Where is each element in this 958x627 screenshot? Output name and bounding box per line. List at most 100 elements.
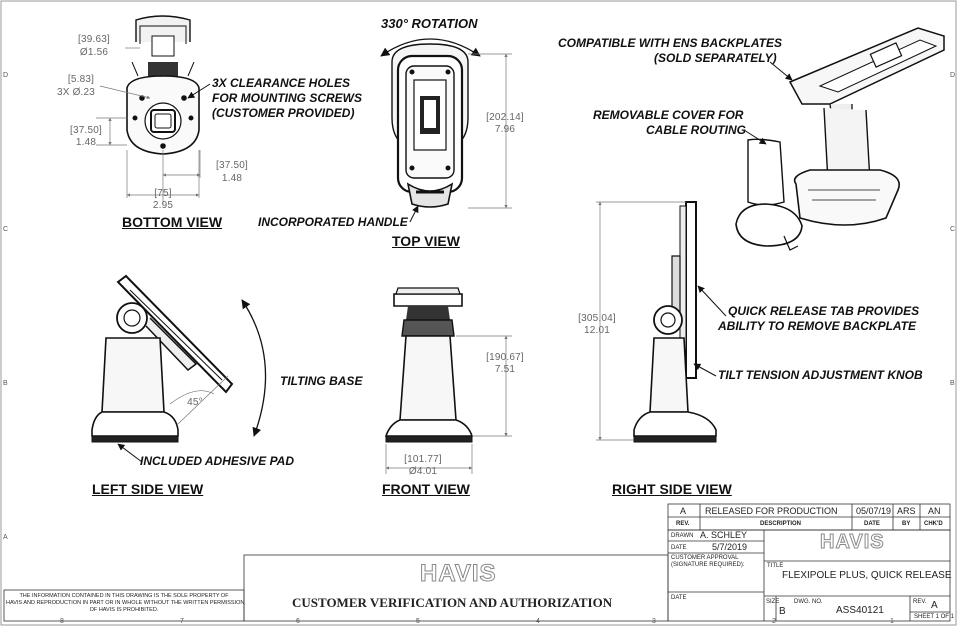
clearance-label-line2: FOR MOUNTING SCREWS — [212, 91, 362, 105]
cover-leader — [743, 129, 767, 145]
quick-release-label-line2: ABILITY TO REMOVE BACKPLATE — [718, 319, 917, 333]
tilt-arc — [241, 299, 267, 437]
right-view-dim-lines — [596, 201, 686, 441]
cover-label-line1: REMOVABLE COVER FOR — [593, 108, 744, 122]
front-view-dim-lines — [385, 335, 512, 474]
col-marker-4: 4 — [536, 618, 540, 625]
drawing-number: ASS40121 — [836, 605, 884, 616]
rev-checked: AN — [928, 506, 941, 516]
handle-leader — [409, 205, 419, 223]
title-block-grid — [3, 503, 951, 622]
drawing-title: FLEXIPOLE PLUS, QUICK RELEASE — [782, 570, 952, 581]
property-notice-line2: HAVIS AND REPRODUCTION IN PART OR IN WHO… — [6, 600, 245, 606]
drawing-number-label: DWG. NO. — [794, 599, 823, 605]
iso-view-drawing — [735, 27, 945, 251]
customer-verification-title: CUSTOMER VERIFICATION AND AUTHORIZATION — [292, 595, 613, 610]
tilting-base-label: TILTING BASE — [280, 374, 363, 388]
col-marker-7: 7 — [180, 618, 184, 625]
top-view-title: TOP VIEW — [392, 233, 460, 249]
top-view-drawing — [391, 43, 469, 208]
col-marker-2: 2 — [772, 618, 776, 625]
col-marker-6: 6 — [296, 618, 300, 625]
row-marker-d-right: D — [950, 72, 956, 79]
front-view-title: FRONT VIEW — [382, 481, 470, 497]
rev-label: REV. — [913, 599, 927, 605]
header-description: DESCRIPTION — [760, 521, 802, 527]
row-marker-a: A — [3, 534, 8, 541]
row-marker-b-right: B — [950, 380, 955, 387]
dim-diameter-mm: [39.63] — [78, 34, 110, 45]
rev-by: ARS — [897, 506, 916, 516]
rev-value: A — [931, 600, 938, 611]
havis-logo-small: HAVIS — [820, 531, 885, 554]
size-label: SIZE — [766, 599, 780, 605]
col-marker-3: 3 — [652, 618, 656, 625]
dim-tilt-angle: 45° — [187, 397, 203, 408]
row-marker-b: B — [3, 380, 8, 387]
dim-horiz-spacing-in: 1.48 — [221, 173, 243, 184]
dim-hole-in: 3X Ø.23 — [56, 87, 96, 98]
right-side-view-title: RIGHT SIDE VIEW — [612, 481, 732, 497]
col-marker-5: 5 — [416, 618, 420, 625]
left-side-view-title: LEFT SIDE VIEW — [92, 481, 204, 497]
row-marker-c: C — [3, 226, 9, 233]
header-checked: CHK'D — [924, 521, 943, 527]
row-marker-c-right: C — [950, 226, 956, 233]
header-date: DATE — [864, 521, 880, 527]
dim-top-length-mm: [202.14] — [486, 112, 524, 123]
tilt-knob-label: TILT TENSION ADJUSTMENT KNOB — [718, 368, 923, 382]
col-marker-8: 8 — [60, 618, 64, 625]
dim-top-length-in: 7.96 — [494, 124, 516, 135]
ens-label-line1: COMPATIBLE WITH ENS BACKPLATES — [558, 36, 782, 50]
clearance-label-line1: 3X CLEARANCE HOLES — [212, 76, 351, 90]
approval-label-line1: CUSTOMER APPROVAL — [671, 555, 739, 561]
approval-label-line2: (SIGNATURE REQUIRED): — [671, 562, 745, 568]
left-view-drawing — [91, 274, 234, 443]
drawn-date: 5/7/2019 — [712, 542, 748, 552]
bottom-view-drawing — [126, 15, 200, 155]
dim-vert-spacing-mm: [37.50] — [70, 125, 102, 136]
dim-overall-height-mm: [305.04] — [578, 313, 616, 324]
approval-date-label: DATE — [671, 595, 687, 601]
dim-height-in: 7.51 — [494, 364, 516, 375]
rotation-label: 330° ROTATION — [381, 16, 478, 31]
dim-height-mm: [190.67] — [486, 352, 524, 363]
dim-horiz-spacing-mm: [37.50] — [216, 160, 248, 171]
ens-label-line2: (SOLD SEPARATELY) — [654, 51, 777, 65]
dim-vert-spacing-in: 1.48 — [75, 137, 97, 148]
top-view-dim-lines — [468, 53, 512, 209]
havis-logo-large: HAVIS — [420, 560, 497, 588]
cover-label-line2: CABLE ROUTING — [646, 123, 746, 137]
bottom-view-title: BOTTOM VIEW — [122, 214, 223, 230]
title-label: TITLE — [767, 563, 784, 569]
header-by: BY — [902, 521, 911, 527]
dim-base-width-mm: [75] — [154, 188, 172, 199]
date-label: DATE — [671, 545, 687, 551]
angle-dim-lines — [169, 375, 229, 425]
adhesive-pad-label: INCLUDED ADHESIVE PAD — [140, 454, 295, 468]
knob-leader — [693, 363, 717, 377]
bottom-view-dim-lines — [96, 47, 201, 205]
rotation-arrow — [380, 38, 481, 57]
ens-leader — [769, 61, 793, 81]
col-marker-1: 1 — [890, 618, 894, 625]
dim-base-width-in: 2.95 — [152, 200, 174, 211]
size-value: B — [779, 606, 786, 617]
drawn-by: A. SCHLEY — [700, 530, 748, 540]
rev-date: 05/07/19 — [856, 506, 892, 516]
dim-overall-height-in: 12.01 — [583, 325, 611, 336]
dim-base-diameter-in: Ø4.01 — [408, 466, 438, 477]
dim-hole-mm: [5.83] — [67, 74, 95, 85]
sheet-count: SHEET 1 OF 1 — [914, 614, 954, 620]
dim-base-diameter-mm: [101.77] — [404, 454, 442, 465]
dim-diameter-in: Ø1.56 — [79, 47, 109, 58]
drawn-label: DRAWN — [671, 533, 694, 539]
rev-description: RELEASED FOR PRODUCTION — [705, 506, 838, 516]
header-rev: REV. — [676, 521, 690, 527]
handle-label: INCORPORATED HANDLE — [258, 215, 408, 229]
row-marker-d: D — [3, 72, 9, 79]
pad-leader — [117, 443, 143, 463]
clearance-leader — [187, 83, 211, 99]
